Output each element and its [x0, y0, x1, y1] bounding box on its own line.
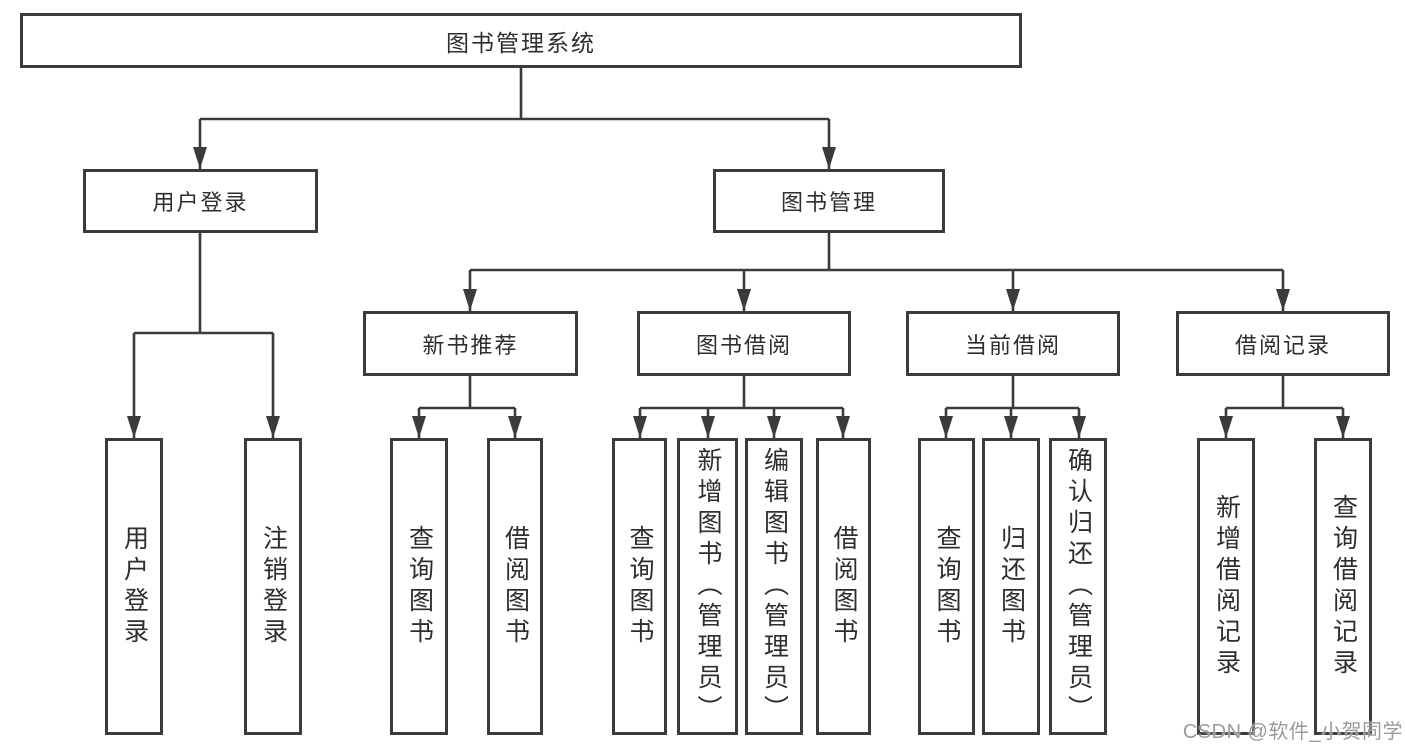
node-label: 确认归还（管理员）: [1064, 447, 1093, 726]
node-label: 图书管理: [780, 190, 877, 215]
leaf-add-borrow-record: 新增借阅记录: [1197, 438, 1255, 735]
leaf-query-books-borrowing: 查询图书: [612, 438, 667, 735]
leaf-confirm-return-admin: 确认归还（管理员）: [1049, 438, 1107, 735]
node-label: 新增图书（管理员）: [694, 447, 722, 726]
node-current-borrowing: 当前借阅: [906, 311, 1120, 376]
node-label: 借阅图书: [501, 524, 530, 649]
branch-rails: [134, 68, 1343, 410]
node-library-management-system: 图书管理系统: [20, 13, 1022, 68]
node-book-borrowing: 图书借阅: [637, 311, 851, 376]
leaf-query-borrow-record: 查询借阅记录: [1314, 438, 1372, 735]
node-label: 编辑图书（管理员）: [760, 447, 789, 726]
node-label: 新增借阅记录: [1212, 493, 1241, 680]
node-label: 查询图书: [933, 524, 961, 649]
leaf-return-books: 归还图书: [982, 438, 1040, 735]
node-label: 当前借阅: [964, 332, 1061, 358]
leaf-borrow-books-recommend: 借阅图书: [487, 438, 543, 735]
leaf-user-login: 用户登录: [105, 438, 163, 735]
node-label: 图书借阅: [695, 332, 792, 358]
node-borrowing-records: 借阅记录: [1176, 311, 1390, 376]
node-label: 查询图书: [626, 524, 654, 649]
node-label: 新书推荐: [422, 332, 519, 358]
node-label: 用户登录: [152, 190, 249, 215]
leaf-add-books-admin: 新增图书（管理员）: [677, 438, 738, 735]
watermark: CSDN @软件_小贺同学: [1182, 721, 1403, 743]
node-label: 图书管理系统: [446, 29, 596, 56]
node-book-management: 图书管理: [713, 169, 945, 233]
node-label: 归还图书: [997, 524, 1026, 649]
leaf-query-books-recommend: 查询图书: [390, 438, 448, 735]
node-new-book-recommendation: 新书推荐: [363, 311, 578, 376]
node-label: 借阅记录: [1234, 332, 1331, 358]
node-label: 查询图书: [405, 524, 434, 649]
node-label: 注销登录: [259, 524, 288, 649]
arrow-drops: [127, 119, 1350, 438]
node-label: 查询借阅记录: [1329, 493, 1358, 680]
node-label: 用户登录: [120, 524, 149, 649]
leaf-borrow-books: 借阅图书: [816, 438, 871, 735]
leaf-query-books-current: 查询图书: [918, 438, 975, 735]
leaf-logout: 注销登录: [244, 438, 302, 735]
node-user-login: 用户登录: [83, 169, 318, 233]
node-label: 借阅图书: [830, 524, 858, 649]
leaf-edit-books-admin: 编辑图书（管理员）: [745, 438, 803, 735]
